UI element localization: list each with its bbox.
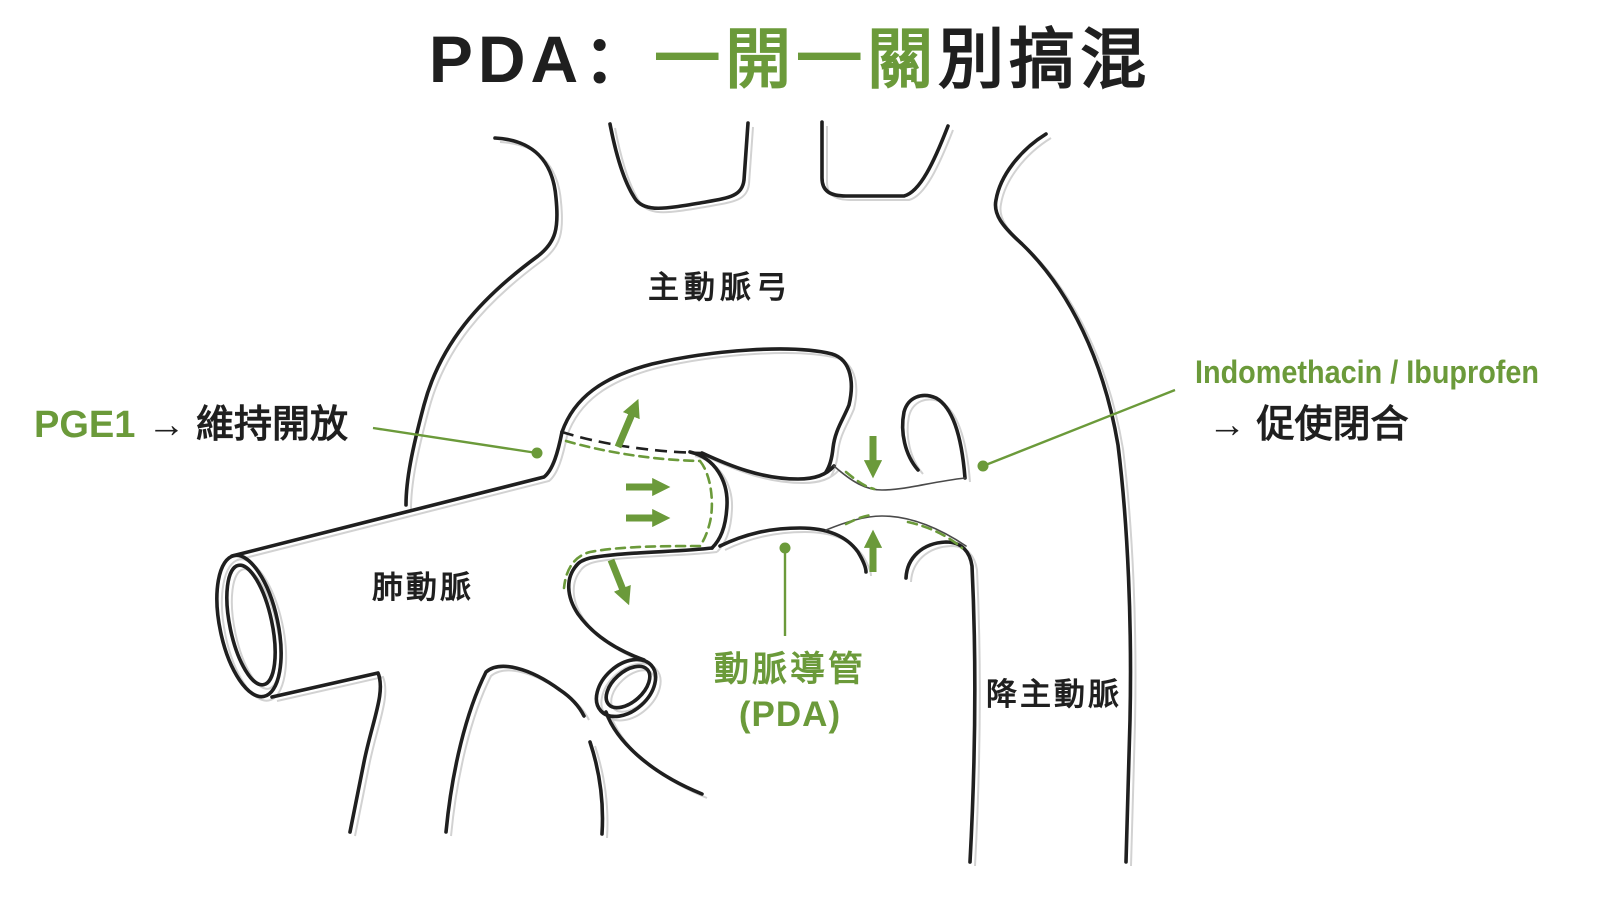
pge1-leader-line <box>372 426 538 455</box>
ductus-waist-bottom <box>825 515 967 547</box>
right-pulmonary-opening-inner <box>225 563 277 687</box>
arrow-up-right-icon <box>614 398 640 449</box>
ductus-name-label: 動脈導管 <box>713 650 866 689</box>
title-highlight: 一開一關 <box>654 22 939 96</box>
vessel-outlines <box>215 120 1133 864</box>
vessel-shadow <box>208 124 1138 868</box>
pulmonary-artery-right-edge <box>566 564 646 662</box>
left-pulmonary-opening-outer <box>594 657 658 719</box>
pge1-leader-dot <box>531 447 543 459</box>
aortic-arch-inner <box>560 347 854 474</box>
lower-branch-down <box>588 740 605 836</box>
title-suffix: 別搞混 <box>938 22 1152 96</box>
pulmonary-end-bottom <box>574 546 714 568</box>
pge1-annotation: PGE1 → 維持開放 <box>34 406 348 444</box>
nsaid-effect-label: → 促使閉合 <box>1208 404 1409 446</box>
ductus-waist-top <box>833 465 966 491</box>
left-pulmonary-opening-inner <box>604 664 652 710</box>
aortic-arch-outer-right <box>993 132 1133 864</box>
arrow-group <box>607 398 883 606</box>
descending-aorta-inner-edge <box>904 540 977 864</box>
right-pulmonary-opening-outer <box>215 553 283 699</box>
pulmonary-artery-lower-edge <box>270 671 383 834</box>
ductus-top-edge <box>700 451 836 481</box>
descending-aorta-label: 降主動脈 <box>986 677 1122 712</box>
pulmonary-end-top-dashed <box>561 430 703 455</box>
pulmonary-artery-label: 肺動脈 <box>372 570 474 605</box>
arch-branch-notch-1 <box>608 121 750 210</box>
aortic-arch-outer-left <box>404 136 559 507</box>
aorta-junction-bulb <box>900 393 967 480</box>
ductus-bottom-edge <box>718 526 868 574</box>
pulmonary-artery-upper-edge <box>230 430 564 558</box>
waist-highlight-bottom <box>844 513 876 526</box>
waist-highlight-right <box>906 520 964 550</box>
highlight-bottom <box>562 544 702 590</box>
arch-branch-notch-2 <box>820 120 950 198</box>
nsaid-leader-dot <box>977 460 989 472</box>
highlight-right <box>698 459 714 548</box>
open-ductus-highlight <box>562 439 964 590</box>
ductus-mouth-arc <box>688 450 729 550</box>
pge1-drug-label: PGE1 <box>34 404 136 446</box>
arrow-down-right-icon <box>607 558 631 606</box>
waist-highlight-top <box>844 470 876 491</box>
pge1-effect-label: → 維持開放 <box>147 404 348 446</box>
leader-lines <box>372 388 1176 636</box>
nsaid-leader-line <box>982 388 1176 468</box>
highlight-top <box>564 439 702 463</box>
ductus-constriction <box>825 465 967 547</box>
pulmonary-trunk-branch <box>444 664 586 834</box>
title-prefix: PDA： <box>428 22 655 96</box>
nsaid-drug-label: Indomethacin / Ibuprofen <box>1195 354 1539 390</box>
lower-branch-right <box>604 710 704 796</box>
ductus-abbr-label: (PDA) <box>738 695 842 734</box>
aortic-arch-label: 主動脈弓 <box>648 270 792 305</box>
page-title: PDA：一開一關別搞混 <box>380 26 1200 92</box>
ductus-leader-dot <box>779 542 791 554</box>
